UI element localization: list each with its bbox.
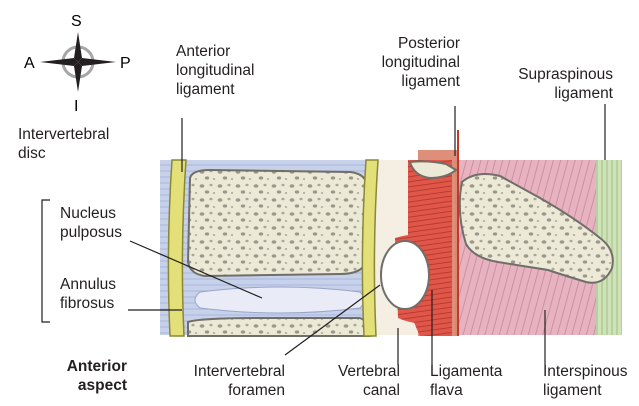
- label-nucleus-pulposus-line2: pulposus: [60, 223, 122, 242]
- label-intervertebral-disc-line1: Intervertebral: [18, 125, 109, 144]
- label-ligamenta-flava: Ligamenta flava: [430, 362, 502, 400]
- label-vertebral-canal: Vertebral canal: [325, 362, 400, 400]
- label-pll-line1: Posterior: [350, 34, 460, 53]
- label-flava-line2: flava: [430, 381, 502, 400]
- label-foramen-line2: foramen: [175, 381, 285, 400]
- label-interspinous-ligament: Interspinous ligament: [543, 362, 627, 400]
- label-annulus-fibrosus: Annulus fibrosus: [60, 275, 116, 313]
- label-flava-line1: Ligamenta: [430, 362, 502, 381]
- label-canal-line1: Vertebral: [325, 362, 400, 381]
- compass-superior-letter: S: [71, 13, 82, 30]
- label-anterior-longitudinal-ligament: Anterior longitudinal ligament: [176, 42, 254, 99]
- label-nucleus-pulposus: Nucleus pulposus: [60, 204, 122, 242]
- label-anterior-aspect-line1: Anterior: [40, 357, 127, 376]
- label-anterior-aspect-line2: aspect: [40, 376, 127, 395]
- compass-inferior-letter: I: [74, 98, 78, 115]
- label-annulus-fibrosus-line2: fibrosus: [60, 294, 116, 313]
- label-canal-line2: canal: [325, 381, 400, 400]
- label-pll-line3: ligament: [350, 72, 460, 91]
- label-interspinous-line1: Interspinous: [543, 362, 627, 381]
- nucleus-pulposus-shape: [195, 287, 364, 313]
- label-intervertebral-foramen: Intervertebral foramen: [175, 362, 285, 400]
- vertebral-body-lower: [188, 318, 370, 336]
- label-foramen-line1: Intervertebral: [175, 362, 285, 381]
- label-supraspinous-line2: ligament: [500, 84, 613, 103]
- label-all-line3: ligament: [176, 80, 254, 99]
- label-all-line2: longitudinal: [176, 61, 254, 80]
- label-annulus-fibrosus-line1: Annulus: [60, 275, 116, 294]
- label-posterior-longitudinal-ligament: Posterior longitudinal ligament: [350, 34, 460, 91]
- label-interspinous-line2: ligament: [543, 381, 627, 400]
- compass-rose-icon: [40, 32, 116, 92]
- vertebral-body-upper: [188, 170, 368, 276]
- label-nucleus-pulposus-line1: Nucleus: [60, 204, 122, 223]
- label-supraspinous-line1: Supraspinous: [500, 65, 613, 84]
- label-all-line1: Anterior: [176, 42, 254, 61]
- compass-posterior-letter: P: [120, 55, 131, 72]
- compass-anterior-letter: A: [24, 55, 35, 72]
- label-intervertebral-disc-line2: disc: [18, 144, 109, 163]
- label-intervertebral-disc: Intervertebral disc: [18, 125, 109, 163]
- label-anterior-aspect: Anterior aspect: [40, 357, 127, 395]
- label-pll-line2: longitudinal: [350, 53, 460, 72]
- label-supraspinous-ligament: Supraspinous ligament: [500, 65, 613, 103]
- intervertebral-foramen-shape: [381, 241, 429, 309]
